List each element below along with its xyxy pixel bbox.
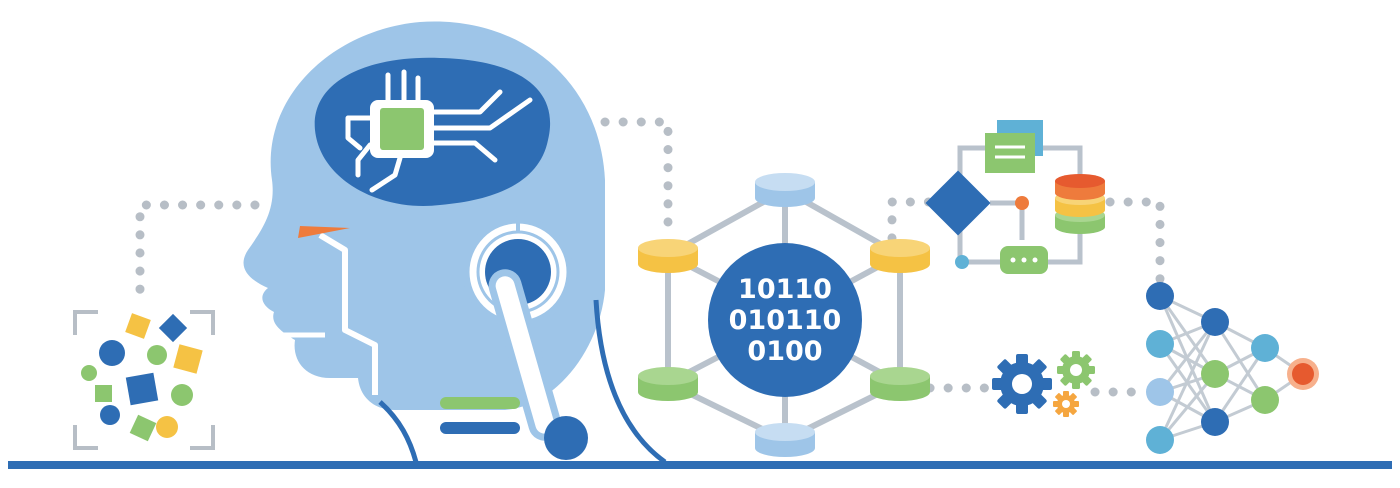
node-bottom [755,423,815,457]
binary-hub-icon: 10110 010110 0100 [638,173,930,457]
neck-line-left [378,400,419,463]
gear-orange [1053,391,1079,417]
neck-line-right [593,299,667,465]
binary-circle [708,243,862,397]
shape-circle-yellow [156,416,178,438]
shape-circle-blue [99,340,125,366]
frame-corner-tl [73,310,98,335]
neural-network-icon [1146,282,1319,454]
node-upper-left [638,239,698,273]
scattered-shapes-icon [73,310,215,450]
node-top [755,173,815,207]
frame-corner-br [190,425,215,450]
shape-diamond-blue [158,313,188,343]
frame-corner-bl [73,425,98,450]
shape-circle-green [147,345,167,365]
gear-cluster-icon [992,351,1095,417]
binary-line-2: 010110 [729,305,842,336]
shape-square-yellow-2 [173,344,203,374]
dotted-path-top [600,117,673,245]
node-lower-left [638,367,698,401]
chip-core [380,108,424,150]
robot-arm-joint-icon [440,269,588,460]
shape-square-yellow [125,313,151,339]
bar-green [440,397,520,409]
node-upper-right [870,239,930,273]
dotted-path-right [1105,197,1165,290]
circuit-chip-icon [314,57,551,206]
dotted-path-flow [887,197,935,243]
eye-marker [298,226,350,238]
face-panel-line [318,232,378,395]
binary-line-1: 10110 [738,274,832,305]
node-lower-right [870,367,930,401]
frame-corner-tr [190,310,215,335]
ground-line [8,461,1392,469]
binary-line-3: 0100 [747,336,822,367]
shape-circle-green-2 [171,384,193,406]
dotted-connectors [135,117,1165,397]
bar-blue [440,422,520,434]
document-card-icon [985,120,1043,173]
flow-dot-orange [1015,196,1029,210]
gear-green [1057,351,1095,389]
shape-circle-green-small [81,365,97,381]
flow-diamond [925,170,991,236]
shape-circle-blue-small [100,405,120,425]
gear-large [992,354,1052,414]
database-stack-icon [1055,174,1105,234]
shape-square-green-2 [129,414,157,442]
shape-square-green [95,385,112,402]
shape-square-blue [125,372,159,406]
dotted-path-left [135,200,260,305]
flow-dot-blue [955,255,969,269]
